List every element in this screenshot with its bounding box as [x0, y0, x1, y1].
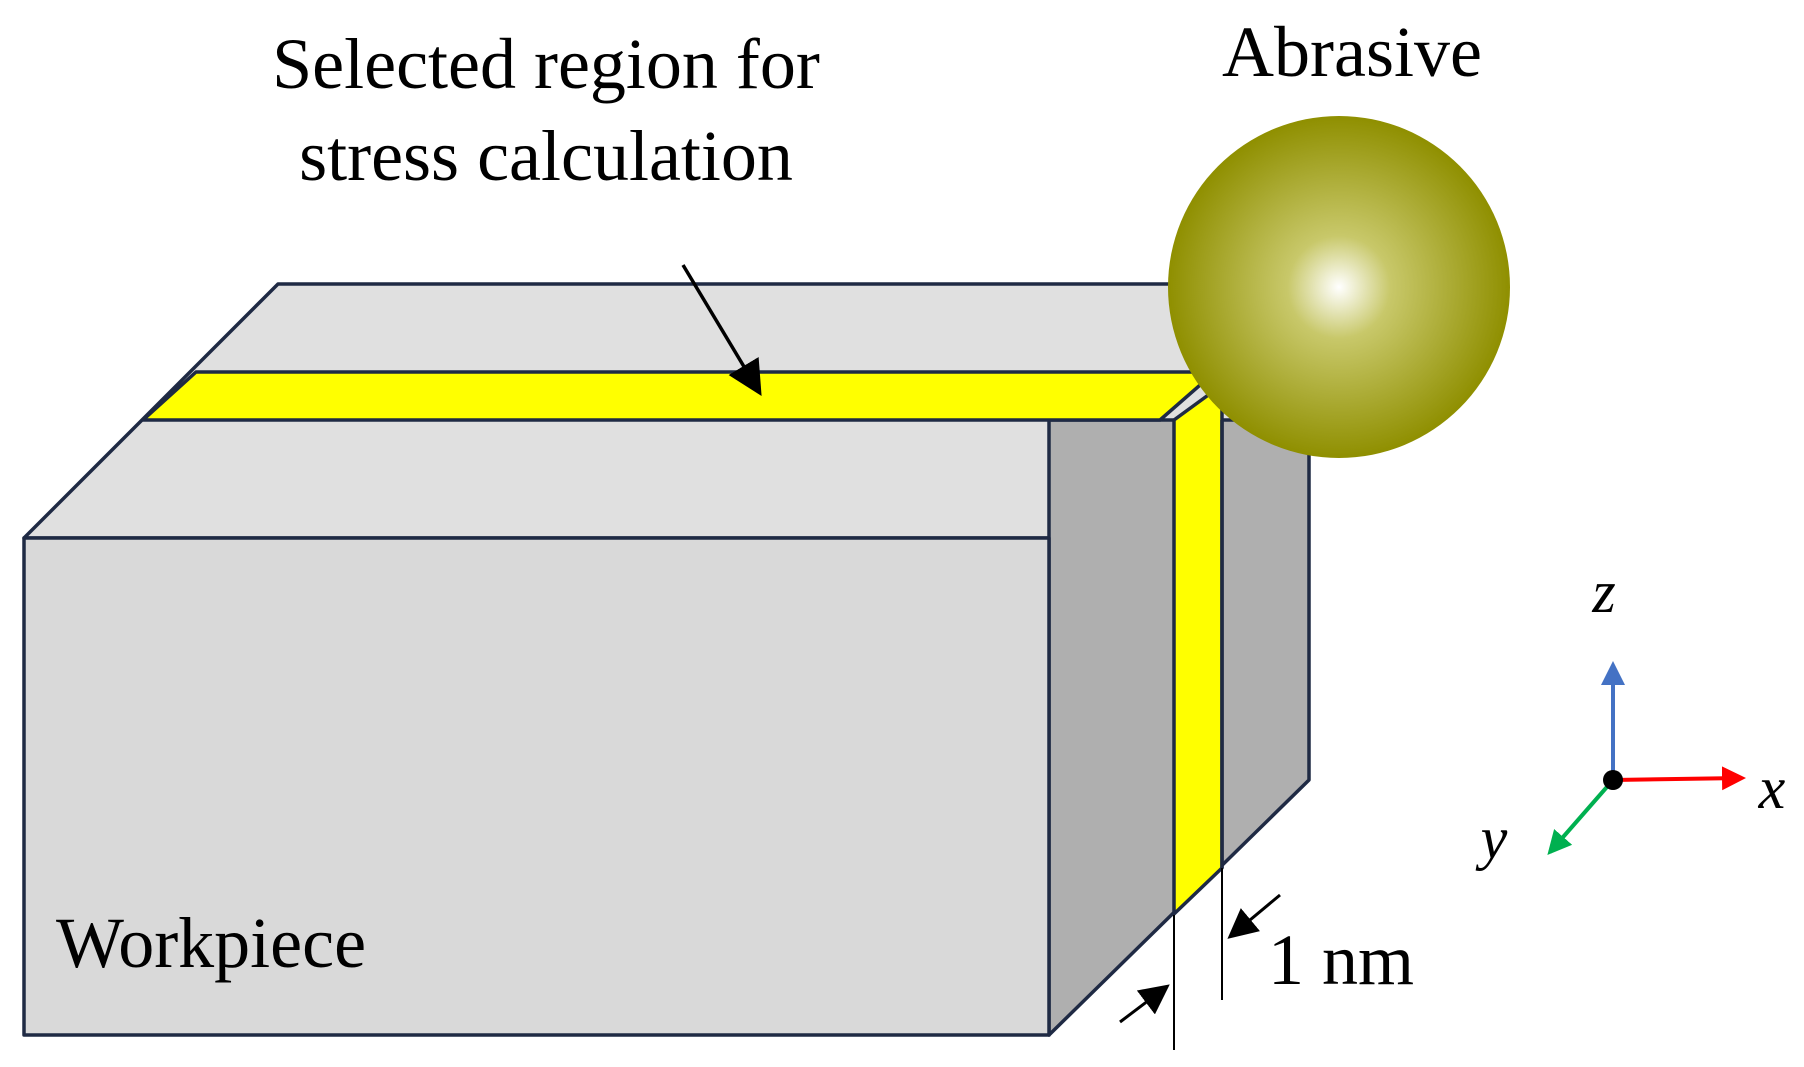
axis-x-label: x [1758, 755, 1786, 821]
selected-region-label-line1: Selected region for [272, 24, 820, 104]
selected-region-side-strip [1172, 383, 1224, 916]
selected-region-pointer-arrow [681, 264, 762, 397]
axis-y-arrow [1547, 778, 1615, 856]
axis-origin-dot [1603, 770, 1623, 790]
workpiece-front-face [22, 536, 1051, 1037]
dimension-arrow-right [1227, 893, 1281, 939]
dimension-arrow-left [1119, 984, 1170, 1024]
abrasive-label: Abrasive [1222, 12, 1482, 92]
thickness-label: 1 nm [1268, 920, 1414, 1000]
axis-x-arrow [1612, 766, 1746, 791]
workpiece-label: Workpiece [56, 903, 366, 983]
selected-region-label-line2: stress calculation [299, 116, 793, 196]
axis-y-label: y [1475, 805, 1508, 871]
selected-region-top-strip [141, 370, 1217, 422]
axis-z-label: z [1591, 559, 1615, 625]
abrasive-sphere [1168, 116, 1510, 458]
